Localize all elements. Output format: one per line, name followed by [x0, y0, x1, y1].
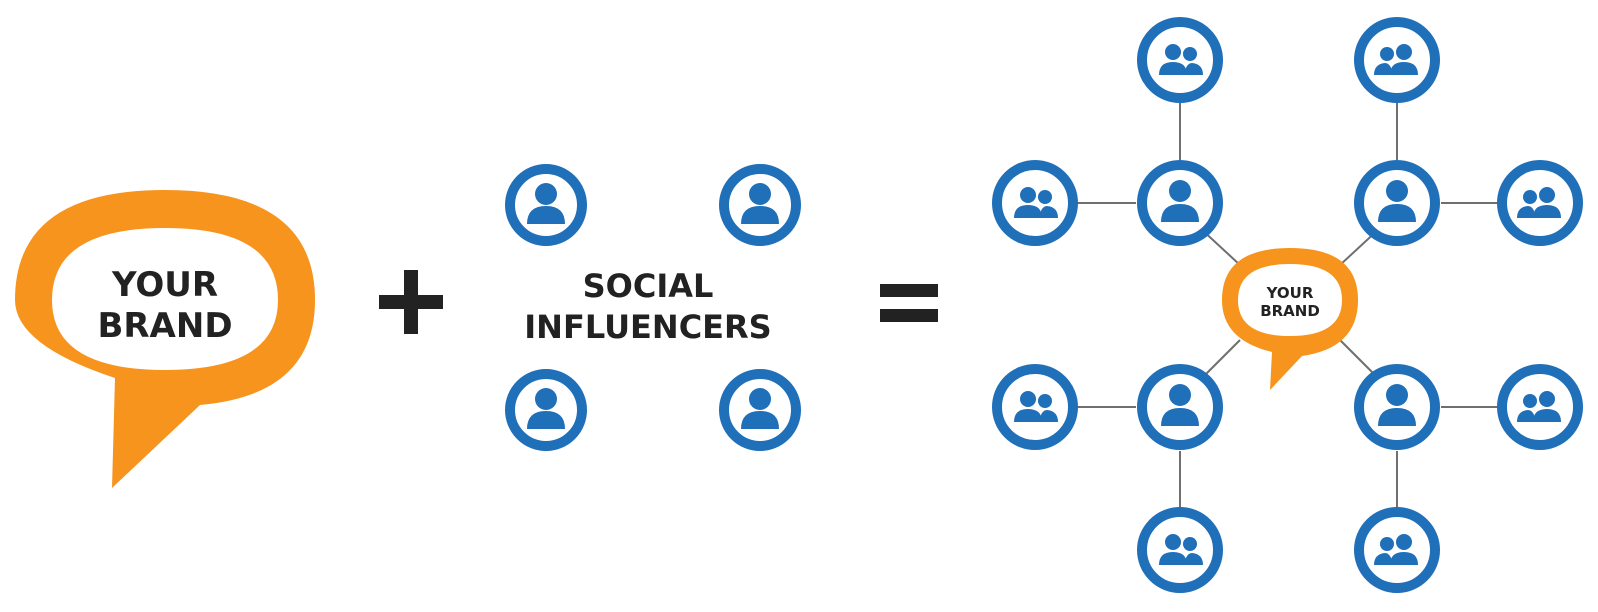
- group-people-icon: [1014, 187, 1058, 218]
- network-follower-node: [992, 160, 1078, 246]
- single-person-icon: [1378, 180, 1416, 222]
- network-diagram: YOUR BRAND: [992, 17, 1583, 593]
- single-person-icon: [741, 183, 779, 224]
- network-influencer-node: [1354, 160, 1440, 246]
- group-people-icon: [1159, 44, 1203, 75]
- single-person-icon: [527, 183, 565, 224]
- single-person-icon: [741, 388, 779, 429]
- influencers-label-line2: INFLUENCERS: [524, 308, 771, 346]
- network-follower-node: [992, 364, 1078, 450]
- network-brand-bubble-inner: [1238, 264, 1342, 336]
- influencer-node: [505, 369, 587, 451]
- influencers-label-line1: SOCIAL: [583, 267, 714, 305]
- brand-bubble: YOUR BRAND: [15, 190, 315, 488]
- equals-bar-bottom: [880, 309, 938, 322]
- network-influencer-node: [1137, 364, 1223, 450]
- single-person-icon: [527, 388, 565, 429]
- network-follower-node: [1137, 17, 1223, 103]
- network-brand-line2: BRAND: [1260, 302, 1320, 320]
- network-follower-node: [1354, 507, 1440, 593]
- plus-bar-vertical: [404, 270, 418, 334]
- influencer-node: [719, 164, 801, 246]
- brand-bubble-inner: [52, 228, 278, 370]
- network-follower-node: [1354, 17, 1440, 103]
- group-people-icon: [1014, 391, 1058, 422]
- network-influencer-node: [1137, 160, 1223, 246]
- influencer-node: [505, 164, 587, 246]
- network-follower-node: [1497, 160, 1583, 246]
- group-people-icon: [1517, 187, 1561, 218]
- network-follower-node: [1137, 507, 1223, 593]
- network-brand-bubble: YOUR BRAND: [1222, 248, 1358, 390]
- network-influencer-node: [1354, 364, 1440, 450]
- group-people-icon: [1374, 534, 1418, 565]
- equals-bar-top: [880, 284, 938, 297]
- group-people-icon: [1374, 44, 1418, 75]
- group-people-icon: [1517, 391, 1561, 422]
- network-brand-line1: YOUR: [1266, 284, 1314, 302]
- single-person-icon: [1161, 384, 1199, 426]
- influencer-node: [719, 369, 801, 451]
- single-person-icon: [1378, 384, 1416, 426]
- network-follower-node: [1497, 364, 1583, 450]
- plus-operator: +: [379, 270, 443, 334]
- brand-label-line1: YOUR: [111, 265, 218, 305]
- influencers-group: SOCIAL INFLUENCERS: [505, 164, 801, 451]
- single-person-icon: [1161, 180, 1199, 222]
- group-people-icon: [1159, 534, 1203, 565]
- network-connectors: [1072, 96, 1500, 510]
- equals-operator: =: [880, 284, 938, 322]
- brand-label-line2: BRAND: [97, 306, 232, 346]
